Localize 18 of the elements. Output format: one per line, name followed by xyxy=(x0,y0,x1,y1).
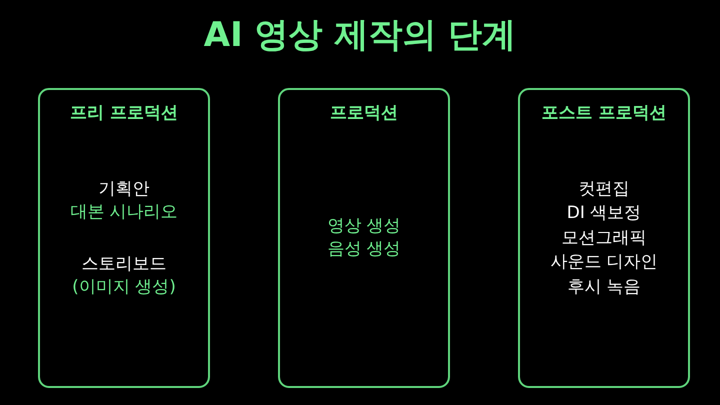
task-text: 음성 생성 xyxy=(327,238,401,261)
task-text: 기획안 xyxy=(98,178,150,200)
stage-panel xyxy=(38,88,210,388)
task-text: 대본 시나리오 xyxy=(70,200,178,224)
stage-heading: 포스트 프로덕션 xyxy=(542,102,666,124)
task-text: 컷편집 xyxy=(578,178,630,201)
title: AI 영상 제작의 단계 xyxy=(204,14,516,57)
stage-panel xyxy=(278,88,450,388)
stage-panel xyxy=(518,88,690,388)
stage-heading: 프리 프로덕션 xyxy=(70,102,178,124)
task-text: 후시 녹음 xyxy=(567,276,641,299)
task-text: 모션그래픽 xyxy=(562,226,646,250)
stage-heading: 프로덕션 xyxy=(330,102,398,124)
task-text: 영상 생성 xyxy=(327,215,401,238)
task-text: 사운드 디자인 xyxy=(550,251,658,274)
task-text: 스토리보드 xyxy=(82,252,166,276)
task-text: (이미지 생성) xyxy=(72,276,176,298)
task-text: DI 색보정 xyxy=(566,202,642,226)
